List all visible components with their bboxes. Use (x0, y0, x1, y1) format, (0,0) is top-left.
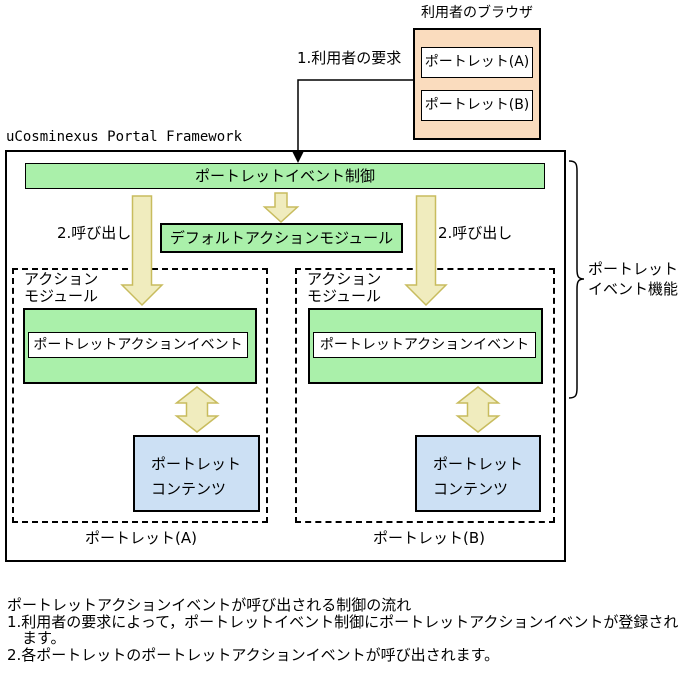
portlet-content-box-b: ポートレット コンテンツ (415, 435, 541, 512)
event-control-bar: ポートレットイベント制御 (25, 163, 545, 189)
module-label-b: アクション モジュール (307, 271, 381, 304)
notes-title: ポートレットアクションイベントが呼び出される制御の流れ (7, 596, 412, 614)
notes-line3: 2.各ポートレットのポートレットアクションイベントが呼び出されます。 (7, 645, 500, 664)
user-request-label: 1.利用者の要求 (297, 49, 402, 67)
feature-brace-icon (568, 160, 585, 399)
feature-label-line2: イベント機能 (588, 280, 679, 298)
browser-portlet-b: ポートレット(B) (421, 90, 533, 121)
framework-box (5, 150, 566, 562)
browser-title: 利用者のブラウザ (421, 5, 533, 21)
browser-box: ポートレット(A) ポートレット(B) (413, 28, 541, 140)
browser-portlet-a: ポートレット(A) (421, 47, 533, 78)
call-label-right: 2.呼び出し (438, 224, 513, 242)
notes-block: ポートレットアクションイベントが呼び出される制御の流れ 1.利用者の要求によって… (7, 597, 678, 663)
module-label-a-line1: アクション (24, 270, 99, 288)
module-label-a-line2: モジュール (24, 286, 98, 305)
portlet-content-box-a: ポートレット コンテンツ (133, 435, 260, 512)
notes-line2: ます。 (22, 629, 66, 647)
content-a-line1: ポートレット (151, 455, 242, 473)
call-label-left: 2.呼び出し (57, 224, 132, 242)
framework-label: uCosminexus Portal Framework (6, 129, 243, 145)
module-label-b-line2: モジュール (307, 286, 381, 305)
portlet-caption-b: ポートレット(B) (373, 529, 485, 547)
module-label-b-line1: アクション (307, 270, 382, 288)
portlet-caption-a: ポートレット(A) (85, 529, 197, 547)
action-event-box-b: ポートレットアクションイベント (313, 332, 536, 358)
content-b-line2: コンテンツ (433, 480, 509, 498)
content-a-line2: コンテンツ (151, 480, 227, 498)
request-connector-line (297, 79, 413, 152)
notes-line1: 1.利用者の要求によって，ポートレットイベント制御にポートレットアクションイベン… (7, 612, 679, 631)
action-event-box-a: ポートレットアクションイベント (28, 332, 248, 358)
content-b-line1: ポートレット (433, 455, 524, 473)
feature-label-line1: ポートレット (588, 260, 679, 278)
default-action-module-box: デフォルトアクションモジュール (160, 223, 403, 253)
module-label-a: アクション モジュール (24, 271, 98, 304)
feature-brace-label: ポートレット イベント機能 (588, 259, 678, 299)
